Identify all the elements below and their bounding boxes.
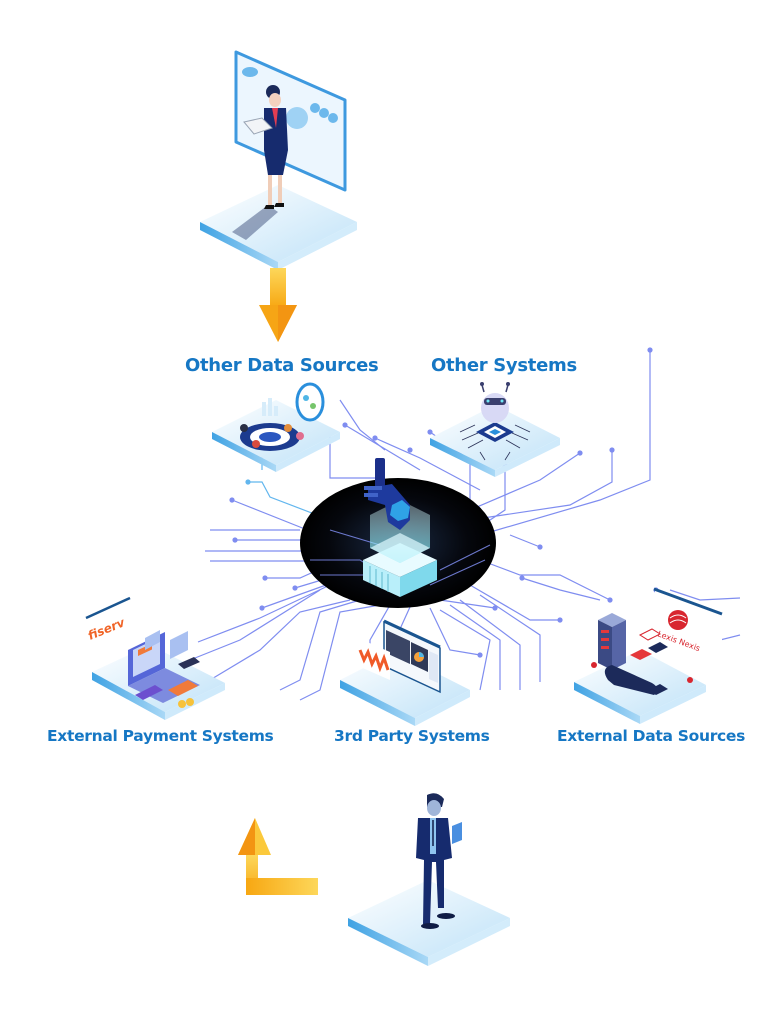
bottom-user — [348, 793, 510, 966]
label-3rd-party-systems: 3rd Party Systems — [334, 727, 490, 745]
businessman-with-tablet-icon — [416, 793, 462, 929]
fiserv-logo-board: fiserv — [85, 596, 131, 660]
node-external-payment-systems[interactable]: fiserv — [85, 596, 225, 720]
glass-cube-icon — [370, 500, 430, 563]
server-database-icon — [591, 613, 693, 695]
robotic-arm-icon — [364, 458, 410, 530]
label-other-systems: Other Systems — [431, 355, 577, 376]
top-user — [200, 50, 357, 270]
display-screen-icon — [234, 50, 347, 192]
node-external-data-sources[interactable]: Lexis Nexis — [574, 587, 723, 724]
down-arrow-icon — [259, 268, 297, 342]
return-arrow-icon — [238, 818, 318, 895]
businesswoman-icon — [243, 85, 288, 209]
node-other-systems[interactable] — [430, 382, 560, 477]
team-analytics-icon — [240, 382, 325, 451]
top-user-platform — [200, 185, 357, 270]
label-external-data-sources: External Data Sources — [557, 727, 746, 745]
central-hub — [300, 458, 496, 608]
label-other-data-sources: Other Data Sources — [185, 355, 379, 376]
node-other-data-sources[interactable] — [212, 382, 340, 472]
lexis-nexis-logo-board: Lexis Nexis — [653, 587, 723, 675]
label-external-payment-systems: External Payment Systems — [47, 727, 274, 745]
robot-chip-icon — [459, 382, 531, 461]
laptop-payment-icon — [128, 630, 200, 708]
node-3rd-party-systems[interactable] — [340, 619, 470, 726]
dashboard-screen-icon — [358, 619, 441, 694]
